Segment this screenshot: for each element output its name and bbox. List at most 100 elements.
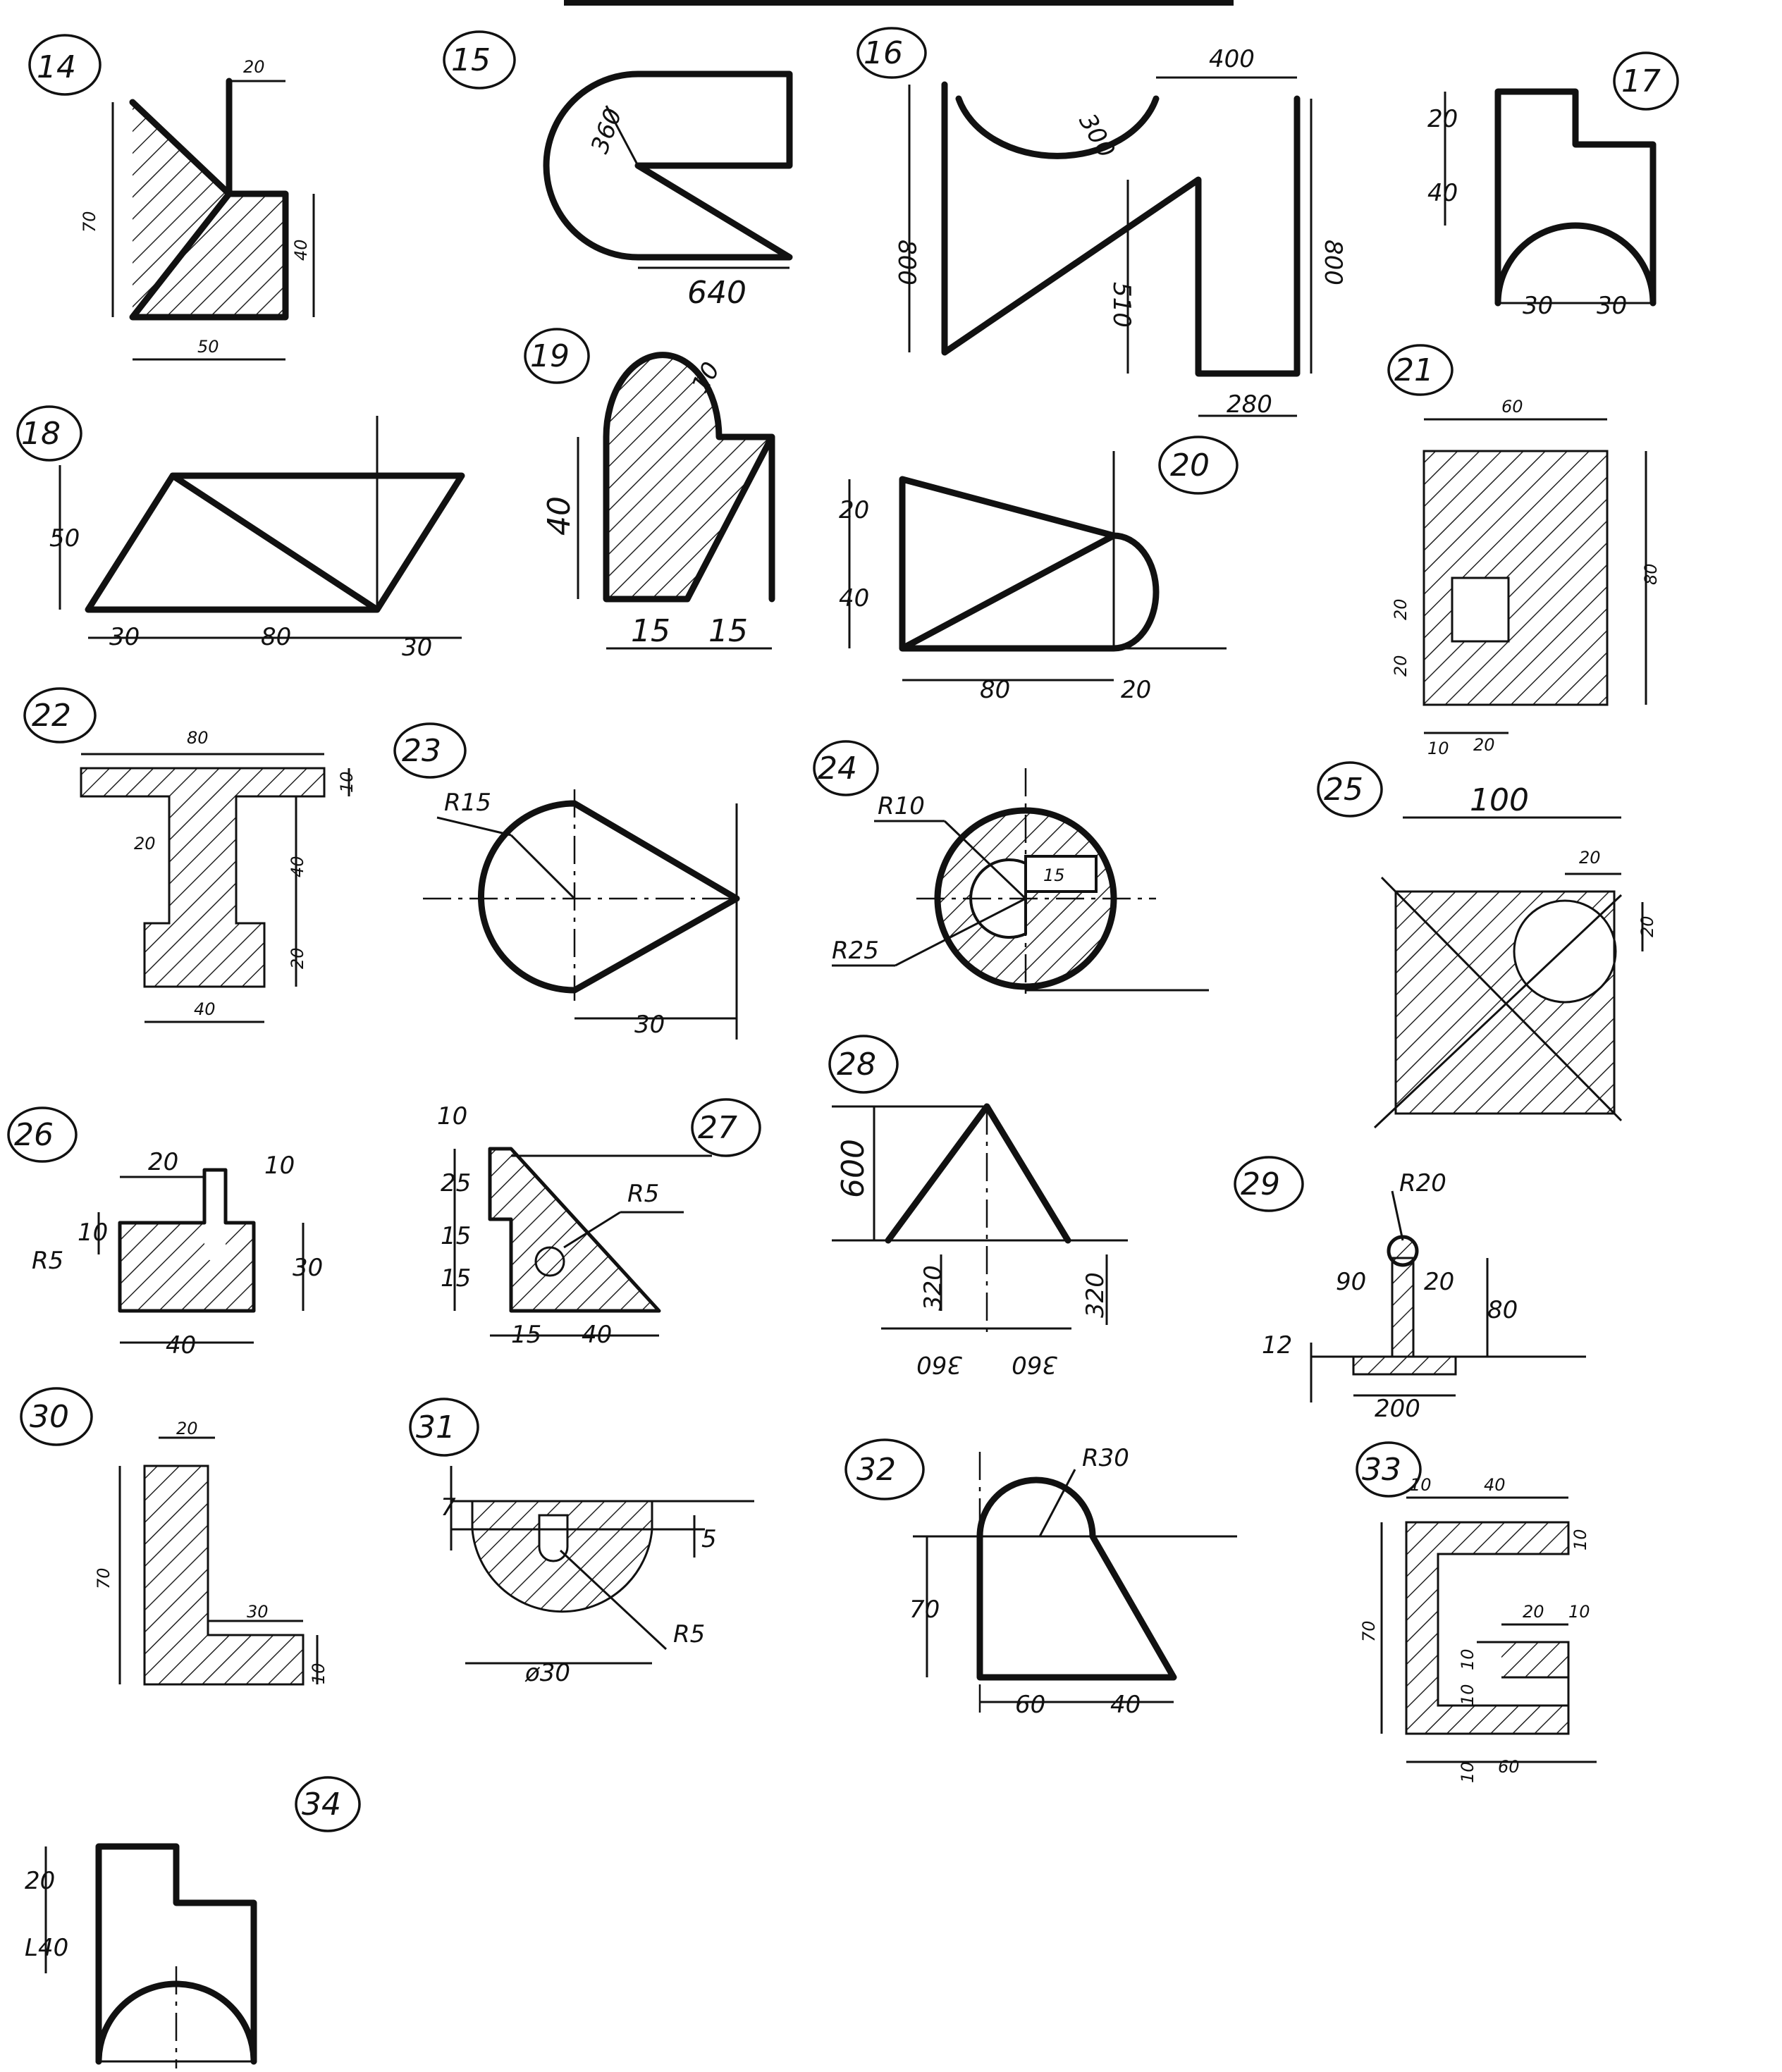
dimension-label: ø30 bbox=[524, 1659, 570, 1687]
problem-number-circle bbox=[7, 1106, 78, 1163]
problem-number-circle bbox=[409, 1398, 479, 1457]
dimension-label: 510 bbox=[1107, 282, 1136, 328]
dimension-label: 360 bbox=[1012, 1350, 1057, 1379]
problem-21: 21 60 80 20 20 10 20 bbox=[1387, 344, 1661, 758]
dimension-label: 12 bbox=[1262, 1331, 1292, 1359]
problem-18: 18 50 30 80 30 bbox=[16, 405, 465, 662]
dimension-label: R25 bbox=[832, 937, 879, 965]
dimension-label: 15 bbox=[708, 613, 748, 649]
dimension-label: 20 bbox=[25, 1867, 55, 1895]
dimension-label: 20 bbox=[1523, 1602, 1544, 1622]
dimension-label: 20 bbox=[1637, 915, 1657, 937]
problem-number: 19 bbox=[530, 338, 570, 374]
dimension-label: 40 bbox=[194, 999, 216, 1019]
dimension-label: 90 bbox=[1336, 1268, 1366, 1296]
dimension-label: 10 bbox=[78, 1219, 108, 1247]
problem-25: 25 100 20 20 bbox=[1317, 761, 1657, 1129]
dimension-label: 280 bbox=[1227, 390, 1272, 419]
dimension-label: 10 bbox=[264, 1152, 295, 1180]
dimension-label: 70 bbox=[80, 211, 99, 233]
problem-number: 31 bbox=[416, 1410, 455, 1445]
dimension-label: 10 bbox=[337, 771, 357, 793]
dimension-label: 600 bbox=[835, 1139, 871, 1198]
dimension-label: 40 bbox=[166, 1331, 196, 1359]
dimension-label: 20 bbox=[288, 947, 307, 969]
problem-number: 16 bbox=[864, 35, 903, 71]
problem-number: 21 bbox=[1394, 352, 1434, 388]
dimension-label: 80 bbox=[1641, 563, 1661, 585]
dimension-label: R20 bbox=[1399, 1169, 1446, 1197]
dimension-label: 20 bbox=[1427, 105, 1458, 133]
dimension-label: 400 bbox=[1209, 45, 1255, 73]
dimension-label: 30 bbox=[247, 1602, 269, 1622]
problem-34: 34 20 L40 bbox=[25, 1776, 361, 2068]
dimension-label: 30 bbox=[1597, 292, 1627, 320]
problem-number-circle bbox=[524, 328, 590, 384]
dimension-label: 40 bbox=[541, 496, 577, 536]
problem-number: 17 bbox=[1621, 63, 1661, 99]
dimension-label: 360 bbox=[916, 1350, 962, 1379]
problem-number-circle bbox=[28, 34, 102, 96]
dimension-label: 30 bbox=[293, 1254, 323, 1282]
dimension-label: R5 bbox=[673, 1620, 705, 1648]
dimension-label: 100 bbox=[1470, 782, 1529, 818]
problem-27: 27 10 25 R5 15 15 15 40 bbox=[437, 1098, 761, 1349]
problem-number-circle bbox=[844, 1438, 925, 1500]
dimension-label: 15 bbox=[631, 613, 670, 649]
problem-number: 27 bbox=[698, 1110, 737, 1146]
dimension-label: L40 bbox=[25, 1934, 68, 1962]
problem-number: 23 bbox=[402, 733, 441, 769]
problem-number-circle bbox=[1356, 1441, 1422, 1498]
problem-number-circle bbox=[393, 722, 467, 779]
problem-number-circle bbox=[813, 740, 879, 796]
problem-number: 32 bbox=[856, 1452, 896, 1488]
problem-number-circle bbox=[20, 1387, 93, 1446]
dimension-label: 360 bbox=[586, 104, 628, 157]
dimension-label: 30 bbox=[634, 1011, 665, 1039]
problem-number: 26 bbox=[14, 1117, 54, 1153]
problem-number: 30 bbox=[30, 1399, 69, 1435]
problem-32: 32 R30 70 60 40 bbox=[844, 1438, 1237, 1719]
problem-number: 29 bbox=[1241, 1166, 1280, 1202]
dimension-label: 10 bbox=[1571, 1529, 1590, 1550]
dimension-label: 320 bbox=[1081, 1272, 1110, 1318]
dimension-label: 70 bbox=[1359, 1620, 1379, 1642]
dimension-label: 60 bbox=[1501, 397, 1523, 417]
dimension-label: 800 bbox=[1319, 240, 1347, 285]
dimension-label: 50 bbox=[197, 337, 219, 357]
dimension-label: 80 bbox=[261, 623, 291, 651]
problem-number: 25 bbox=[1324, 772, 1363, 808]
dimension-label: 40 bbox=[1110, 1691, 1141, 1719]
problem-23: 23 R15 30 bbox=[393, 722, 740, 1040]
problem-number-circle bbox=[1387, 344, 1454, 396]
dimension-label: 10 bbox=[1568, 1602, 1590, 1622]
dimension-label: 50 bbox=[49, 524, 80, 553]
dimension-label: 20 bbox=[148, 1148, 178, 1176]
problem-number-circle bbox=[1234, 1156, 1304, 1212]
dimension-label: 640 bbox=[687, 275, 746, 311]
problem-number-circle bbox=[23, 687, 97, 744]
problem-17: 17 20 40 30 30 bbox=[1427, 51, 1679, 320]
dimension-label: 20 bbox=[1391, 598, 1411, 620]
problem-19: 19 10 40 15 15 bbox=[524, 328, 775, 650]
dimension-label: 40 bbox=[288, 856, 307, 877]
page-top-edge bbox=[564, 0, 1234, 6]
dimension-label: 15 bbox=[441, 1222, 471, 1250]
dimension-label: 5 bbox=[701, 1525, 717, 1553]
dimension-label: 20 bbox=[134, 834, 156, 853]
problem-number: 24 bbox=[818, 751, 857, 787]
dimension-label: R5 bbox=[627, 1180, 659, 1208]
dimension-label: 20 bbox=[1424, 1268, 1454, 1296]
dimension-label: 80 bbox=[187, 728, 209, 748]
dimension-label: 10 bbox=[309, 1663, 328, 1684]
dimension-label: 20 bbox=[176, 1419, 198, 1438]
problem-29: 29 R20 90 20 80 12 200 bbox=[1234, 1156, 1586, 1423]
problem-16: 16 400 300 800 510 800 280 bbox=[856, 27, 1347, 419]
dimension-label: 20 bbox=[1121, 676, 1151, 704]
dimension-label: 800 bbox=[892, 240, 921, 285]
dimension-label: 7 bbox=[441, 1493, 456, 1522]
problem-number-circle bbox=[856, 27, 927, 79]
problem-number: 15 bbox=[451, 42, 491, 78]
dimension-label: 40 bbox=[1427, 179, 1458, 207]
dimension-label: 10 bbox=[1427, 739, 1449, 758]
